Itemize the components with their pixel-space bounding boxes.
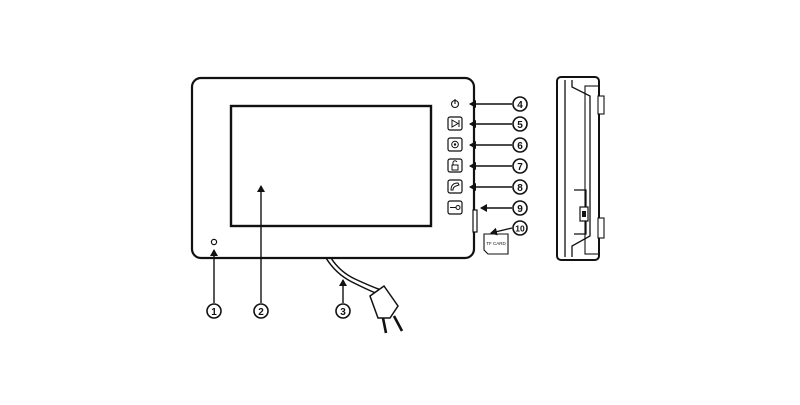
callout-9: 9: [512, 200, 528, 216]
power-cable: [325, 257, 382, 295]
callout-3: 3: [335, 303, 351, 319]
monitor-button[interactable]: [447, 137, 463, 152]
callout-8-label: 8: [517, 183, 523, 194]
power-button[interactable]: [450, 99, 460, 109]
talk-button[interactable]: [447, 179, 463, 194]
callout-5: 5: [512, 116, 528, 132]
unlock-button[interactable]: [447, 158, 463, 173]
tf-card: TF CARD: [483, 233, 509, 255]
callout-10: 10: [512, 220, 528, 236]
screen: [229, 104, 433, 228]
tf-card-slot: [472, 209, 478, 233]
play-next-button[interactable]: [447, 116, 463, 131]
tf-card-label: TF CARD: [486, 241, 506, 246]
side-bracket-bottom: [597, 217, 605, 239]
key-button[interactable]: [447, 200, 463, 215]
callout-7-label: 7: [517, 162, 523, 173]
monitor-icon: [451, 140, 459, 149]
callout-6: 6: [512, 137, 528, 153]
side-bracket-top: [597, 95, 605, 115]
callout-3-label: 3: [340, 307, 346, 318]
play-next-icon: [451, 119, 460, 128]
power-plug: [369, 284, 404, 334]
callout-2: 2: [253, 303, 269, 319]
callout-1: 1: [206, 303, 222, 319]
microphone-hole: [210, 238, 218, 246]
callout-4-label: 4: [517, 100, 523, 111]
callout-7: 7: [512, 158, 528, 174]
callout-1-label: 1: [211, 307, 217, 318]
callout-9-label: 9: [517, 204, 523, 215]
callout-5-label: 5: [517, 120, 523, 131]
arrows: [210, 100, 513, 303]
callout-6-label: 6: [517, 141, 523, 152]
unlock-icon: [451, 160, 459, 171]
callout-10-label: 10: [515, 224, 525, 234]
side-view: [556, 76, 605, 261]
key-icon: [450, 205, 461, 210]
talk-icon: [450, 182, 460, 191]
callout-4: 4: [512, 96, 528, 112]
callout-8: 8: [512, 179, 528, 195]
callout-2-label: 2: [258, 307, 264, 318]
